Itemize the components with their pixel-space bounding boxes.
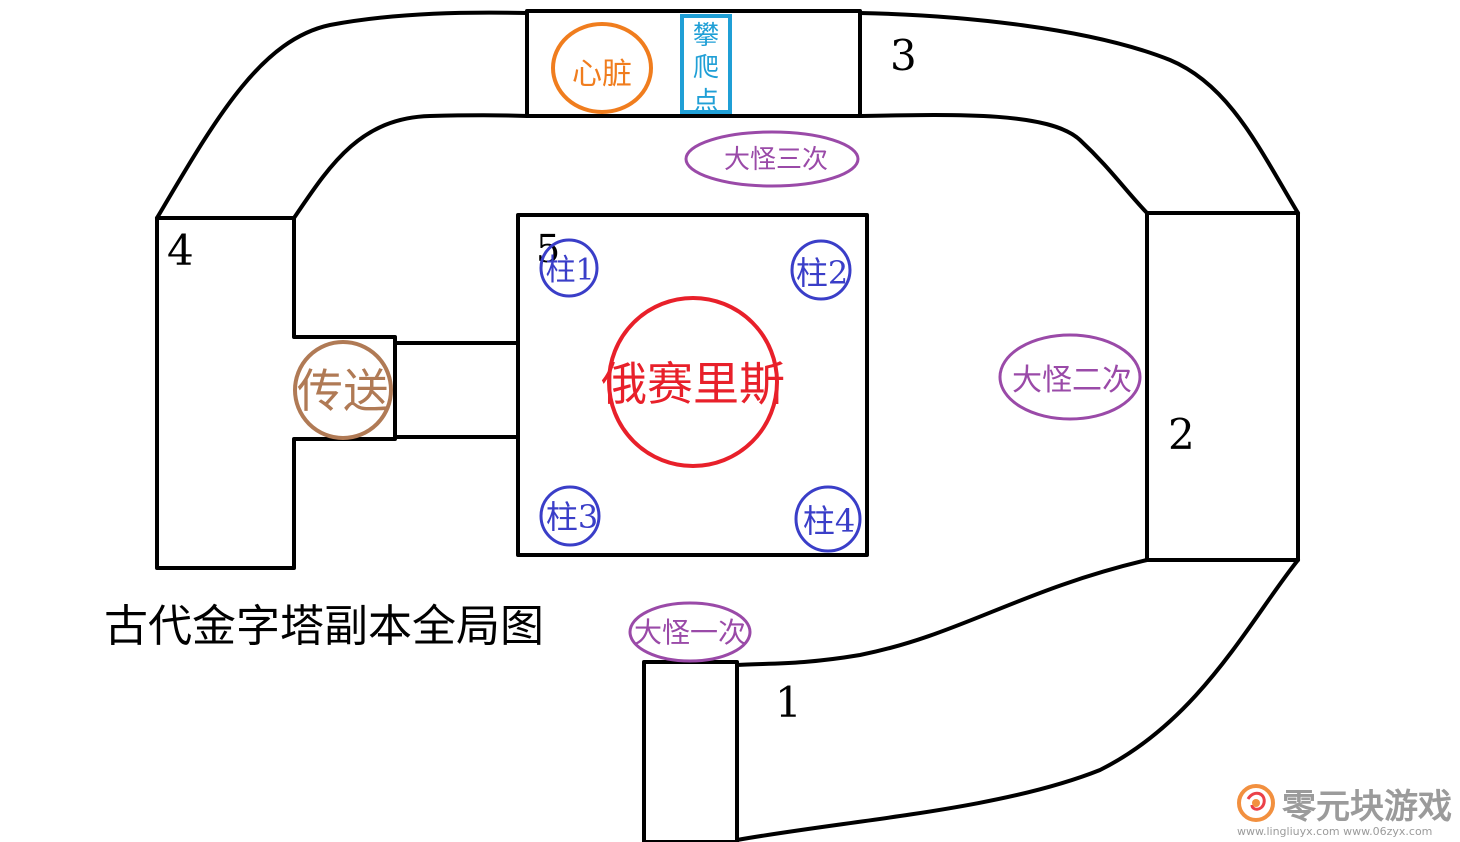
pillar-1-marker: 柱1: [539, 238, 599, 298]
room-4-label: 4: [167, 226, 194, 275]
big-monster-3-label: 大怪三次: [724, 145, 828, 175]
teleport-label: 传送: [297, 364, 389, 418]
big-monster-2-label: 大怪二次: [1012, 363, 1132, 398]
heart-label: 心脏: [572, 57, 632, 92]
corridor-outer-right: [858, 11, 1300, 215]
swirl-logo-icon: [1237, 784, 1275, 822]
teleport-connector: [393, 341, 520, 439]
corridor-inner-right: [858, 112, 1149, 215]
room-2-box: [1145, 211, 1300, 562]
watermark-url: www.lingliuyx.com www.06zyx.com: [1237, 825, 1432, 838]
heart-marker: 心脏: [551, 22, 653, 114]
big-monster-2-marker: 大怪二次: [998, 333, 1142, 421]
room-1-label: 1: [775, 678, 802, 727]
room-5-box: [516, 213, 869, 557]
big-monster-3-marker: 大怪三次: [684, 130, 860, 188]
room-3-label: 3: [890, 31, 917, 80]
climb-label-3: 点: [693, 87, 719, 117]
boss-label: 俄赛里斯: [601, 357, 785, 411]
corridor-outer-left: [155, 10, 529, 220]
pillar-2-marker: 柱2: [790, 239, 852, 301]
corridor-inner-left: [292, 113, 529, 220]
teleport-marker: 传送: [293, 340, 393, 440]
big-monster-1-marker: 大怪一次: [628, 601, 752, 663]
climb-label-2: 爬: [693, 53, 719, 83]
climb-point-marker: 攀 爬 点: [680, 14, 732, 117]
pillar-3-label: 柱3: [546, 498, 598, 536]
corridor-outer-bottom: [735, 558, 1300, 842]
pillar-4-marker: 柱4: [794, 485, 862, 553]
watermark: 零元块游戏 www.lingliuyx.com www.06zyx.com: [1237, 784, 1452, 838]
boss-marker: 俄赛里斯: [601, 296, 785, 468]
room-2-label: 2: [1168, 410, 1195, 459]
corridor-inner-bottom: [735, 558, 1149, 667]
watermark-brand: 零元块游戏: [1282, 787, 1452, 827]
room-1-box: [642, 660, 739, 842]
climb-label-1: 攀: [693, 21, 719, 51]
pillar-2-label: 柱2: [796, 254, 848, 292]
pillar-1-label: 柱1: [545, 253, 594, 288]
big-monster-1-label: 大怪一次: [634, 616, 746, 649]
map-title: 古代金字塔副本全局图: [104, 601, 544, 652]
map-walls: [155, 9, 1300, 842]
pillar-4-label: 柱4: [803, 502, 855, 540]
room-3-box: [525, 9, 862, 118]
pillar-3-marker: 柱3: [539, 485, 601, 547]
